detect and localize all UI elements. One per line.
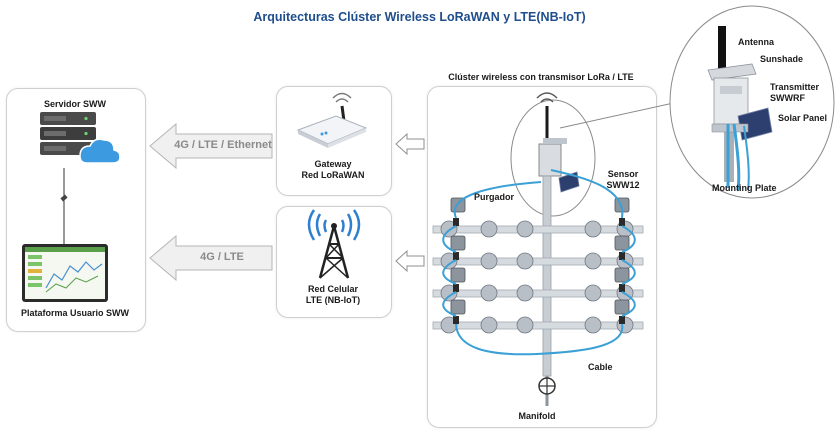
detail-antenna [718,26,726,76]
detail-transmitter-label-line2: SWWRF [770,93,805,103]
cluster-title: Clúster wireless con transmisor LoRa / L… [448,72,634,82]
detail-antenna-label: Antenna [738,37,774,47]
server-label: Servidor SWW [43,99,106,109]
detail-sunshade-label: Sunshade [760,54,804,64]
detail-mounting-plate-label: Mounting Plate [712,183,777,193]
arrow-bottom-link [149,234,273,282]
detail-leader-line [559,101,679,129]
platform-label: Plataforma Usuario SWW [20,308,130,318]
server-rack-icon [40,112,121,164]
gateway-label-line2: Red LoRaWAN [301,170,365,180]
arrow-cluster-to-gateway [395,132,425,156]
gateway-label-line1: Gateway [314,159,352,169]
cluster-piping-drawing [432,92,644,406]
gateway-router-icon [296,92,368,148]
detail-transmitter-label-line1: Transmitter [770,82,820,92]
arrow-top-label: 4G / LTE / Ethernet [174,139,272,151]
detail-circle [669,5,835,199]
cell-tower-icon [307,209,361,279]
cloud-icon [79,138,121,164]
server-connector-line [60,168,68,246]
cable-label: Cable [588,362,613,372]
detail-mounting-plate [711,123,749,133]
detail-sunshade [707,63,757,81]
detail-solar-panel-label: Solar Panel [778,113,828,123]
cellular-label-line1: Red Celular [307,284,358,294]
arrow-bottom-label: 4G / LTE [200,251,244,263]
arrow-cluster-to-cellular [395,249,425,273]
sensor-label-line2: SWW12 [606,180,640,190]
arrow-top-link [149,122,273,170]
platform-dashboard-icon [22,244,108,302]
cellular-label-line2: LTE (NB-IoT) [305,295,361,305]
manifold-label: Manifold [518,411,556,421]
purgador-label: Purgador [474,192,515,202]
diagram-title: Arquitecturas Clúster Wireless LoRaWAN y… [253,10,586,24]
sensor-label-line1: Sensor [607,169,639,179]
